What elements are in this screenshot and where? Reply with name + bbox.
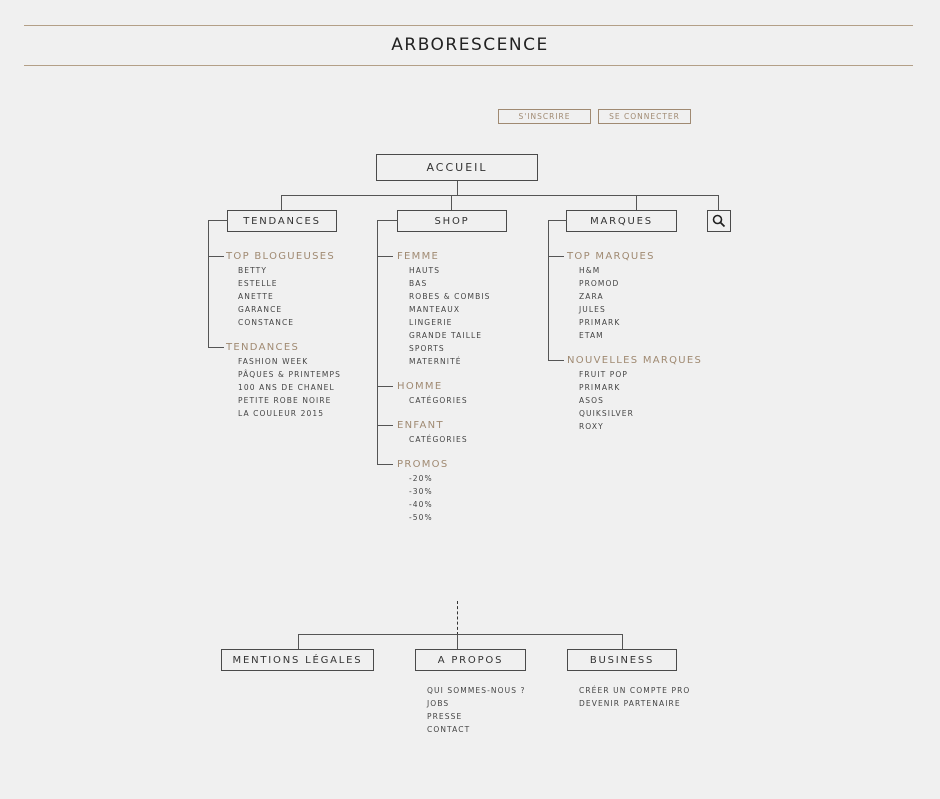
list-top-blogueuses: BETTY ESTELLE ANETTE GARANCE CONSTANCE <box>238 264 294 329</box>
connector <box>208 220 228 221</box>
list-item[interactable]: CONSTANCE <box>238 318 295 327</box>
list-item[interactable]: MATERNITÉ <box>409 357 462 366</box>
connector <box>377 220 398 221</box>
connector <box>208 347 224 348</box>
connector <box>451 195 452 211</box>
list-item[interactable]: ANETTE <box>238 292 274 301</box>
list-item[interactable]: PRIMARK <box>579 383 621 392</box>
list-femme: HAUTS BAS ROBES & COMBIS MANTEAUX LINGER… <box>409 264 491 368</box>
list-enfant: CATÉGORIES <box>409 433 468 446</box>
connector <box>622 634 623 650</box>
connector <box>718 195 719 211</box>
list-item[interactable]: GRANDE TAILLE <box>409 331 483 340</box>
list-item[interactable]: -30% <box>409 487 433 496</box>
list-nouvelles-marques: FRUIT POP PRIMARK ASOS QUIKSILVER ROXY <box>579 368 634 433</box>
connector <box>377 220 378 465</box>
list-item[interactable]: JOBS <box>427 699 450 708</box>
list-item[interactable]: PETITE ROBE NOIRE <box>238 396 332 405</box>
list-item[interactable]: CONTACT <box>427 725 471 734</box>
connector <box>281 195 719 196</box>
connector <box>457 180 458 196</box>
list-item[interactable]: PROMOD <box>579 279 620 288</box>
list-item[interactable]: PRIMARK <box>579 318 621 327</box>
list-item[interactable]: BAS <box>409 279 428 288</box>
login-button[interactable]: SE CONNECTER <box>598 109 691 124</box>
connector <box>377 425 393 426</box>
list-item[interactable]: FRUIT POP <box>579 370 629 379</box>
list-item[interactable]: H&M <box>579 266 601 275</box>
list-item[interactable]: QUI SOMMES-NOUS ? <box>427 686 526 695</box>
category-promos[interactable]: PROMOS <box>397 459 449 470</box>
node-marques[interactable]: MARQUES <box>566 210 677 232</box>
connector <box>548 256 564 257</box>
list-item[interactable]: PÂQUES & PRINTEMPS <box>238 370 341 379</box>
list-item[interactable]: CATÉGORIES <box>409 396 468 405</box>
list-item[interactable]: MANTEAUX <box>409 305 461 314</box>
connector <box>377 464 393 465</box>
list-business: CRÉER UN COMPTE PRO DEVENIR PARTENAIRE <box>579 684 690 710</box>
node-shop[interactable]: SHOP <box>397 210 507 232</box>
category-homme[interactable]: HOMME <box>397 381 443 392</box>
list-item[interactable]: FASHION WEEK <box>238 357 309 366</box>
list-item[interactable]: -50% <box>409 513 433 522</box>
node-mentions-legales[interactable]: MENTIONS LÉGALES <box>221 649 374 671</box>
list-tendances: FASHION WEEK PÂQUES & PRINTEMPS 100 ANS … <box>238 355 341 420</box>
list-item[interactable]: ESTELLE <box>238 279 278 288</box>
list-item[interactable]: GARANCE <box>238 305 283 314</box>
connector <box>548 220 549 361</box>
list-top-marques: H&M PROMOD ZARA JULES PRIMARK ETAM <box>579 264 620 342</box>
dashed-connector <box>457 601 458 635</box>
connector <box>298 634 623 635</box>
category-top-blogueuses[interactable]: TOP BLOGUEUSES <box>226 251 336 262</box>
category-tendances[interactable]: TENDANCES <box>226 342 300 353</box>
connector <box>548 220 567 221</box>
node-tendances[interactable]: TENDANCES <box>227 210 337 232</box>
list-homme: CATÉGORIES <box>409 394 468 407</box>
bottom-rule <box>24 65 913 66</box>
connector <box>457 634 458 650</box>
list-item[interactable]: CRÉER UN COMPTE PRO <box>579 686 691 695</box>
signup-button[interactable]: S'INSCRIRE <box>498 109 591 124</box>
list-a-propos: QUI SOMMES-NOUS ? JOBS PRESSE CONTACT <box>427 684 526 736</box>
list-item[interactable]: PRESSE <box>427 712 463 721</box>
list-item[interactable]: -40% <box>409 500 433 509</box>
category-enfant[interactable]: ENFANT <box>397 420 444 431</box>
list-item[interactable]: DEVENIR PARTENAIRE <box>579 699 681 708</box>
connector <box>208 220 209 348</box>
top-rule <box>24 25 913 26</box>
connector <box>548 360 564 361</box>
list-item[interactable]: JULES <box>579 305 606 314</box>
list-item[interactable]: ROBES & COMBIS <box>409 292 491 301</box>
node-business[interactable]: BUSINESS <box>567 649 677 671</box>
connector <box>281 195 282 211</box>
category-top-marques[interactable]: TOP MARQUES <box>567 251 655 262</box>
list-item[interactable]: ZARA <box>579 292 604 301</box>
search-button[interactable] <box>707 210 731 232</box>
category-femme[interactable]: FEMME <box>397 251 440 262</box>
list-item[interactable]: LA COULEUR 2015 <box>238 409 325 418</box>
list-item[interactable]: CATÉGORIES <box>409 435 468 444</box>
list-item[interactable]: QUIKSILVER <box>579 409 634 418</box>
list-item[interactable]: 100 ANS DE CHANEL <box>238 383 335 392</box>
page-title: ARBORESCENCE <box>391 35 549 55</box>
list-item[interactable]: SPORTS <box>409 344 445 353</box>
connector <box>208 256 224 257</box>
category-nouvelles-marques[interactable]: NOUVELLES MARQUES <box>567 355 703 366</box>
connector <box>377 256 393 257</box>
connector <box>636 195 637 211</box>
list-item[interactable]: LINGERIE <box>409 318 453 327</box>
node-a-propos[interactable]: A PROPOS <box>415 649 526 671</box>
connector <box>298 634 299 650</box>
list-item[interactable]: ROXY <box>579 422 604 431</box>
search-icon <box>712 214 726 228</box>
list-item[interactable]: HAUTS <box>409 266 441 275</box>
list-item[interactable]: ASOS <box>579 396 604 405</box>
connector <box>377 386 393 387</box>
list-item[interactable]: BETTY <box>238 266 267 275</box>
list-item[interactable]: -20% <box>409 474 433 483</box>
node-accueil[interactable]: ACCUEIL <box>376 154 538 181</box>
list-promos: -20% -30% -40% -50% <box>409 472 433 524</box>
list-item[interactable]: ETAM <box>579 331 604 340</box>
